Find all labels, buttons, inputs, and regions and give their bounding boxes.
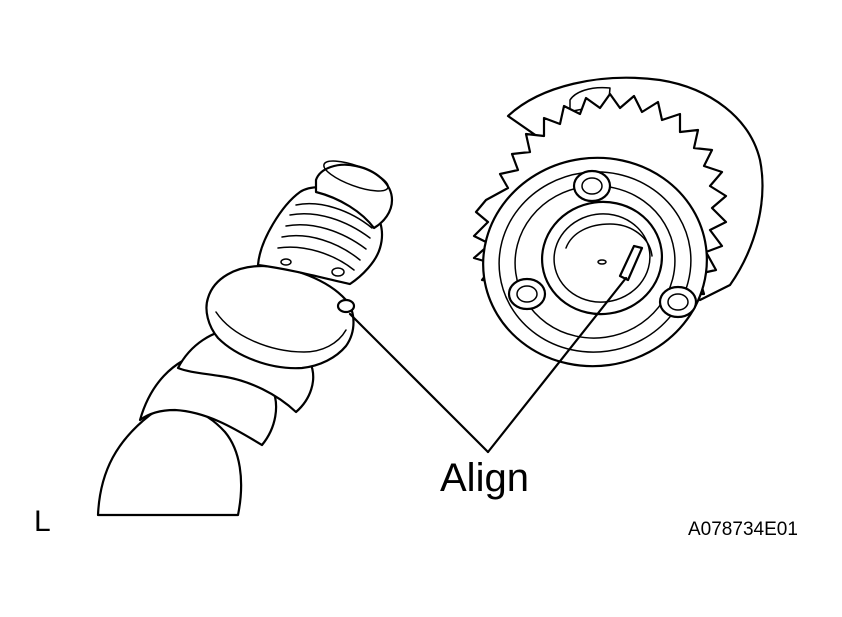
camshaft-end (314, 163, 394, 230)
figure-code: A078734E01 (688, 519, 798, 540)
leader-line-camshaft (348, 312, 490, 454)
align-label: Align (440, 456, 529, 500)
camshaft-lower-lobe (96, 405, 243, 517)
camshaft-knock-pin (336, 298, 356, 314)
gear-bolt-hole-top (572, 169, 612, 203)
gear-bolt-hole-left (507, 277, 547, 311)
view-indicator: L (34, 505, 51, 538)
leader-line-gear (486, 276, 628, 454)
gear-bolt-hole-right (658, 285, 698, 319)
gear-center-bore (540, 200, 664, 316)
camshaft (96, 160, 394, 517)
align-leader-lines (348, 276, 628, 454)
camshaft-timing-gear (472, 76, 764, 368)
